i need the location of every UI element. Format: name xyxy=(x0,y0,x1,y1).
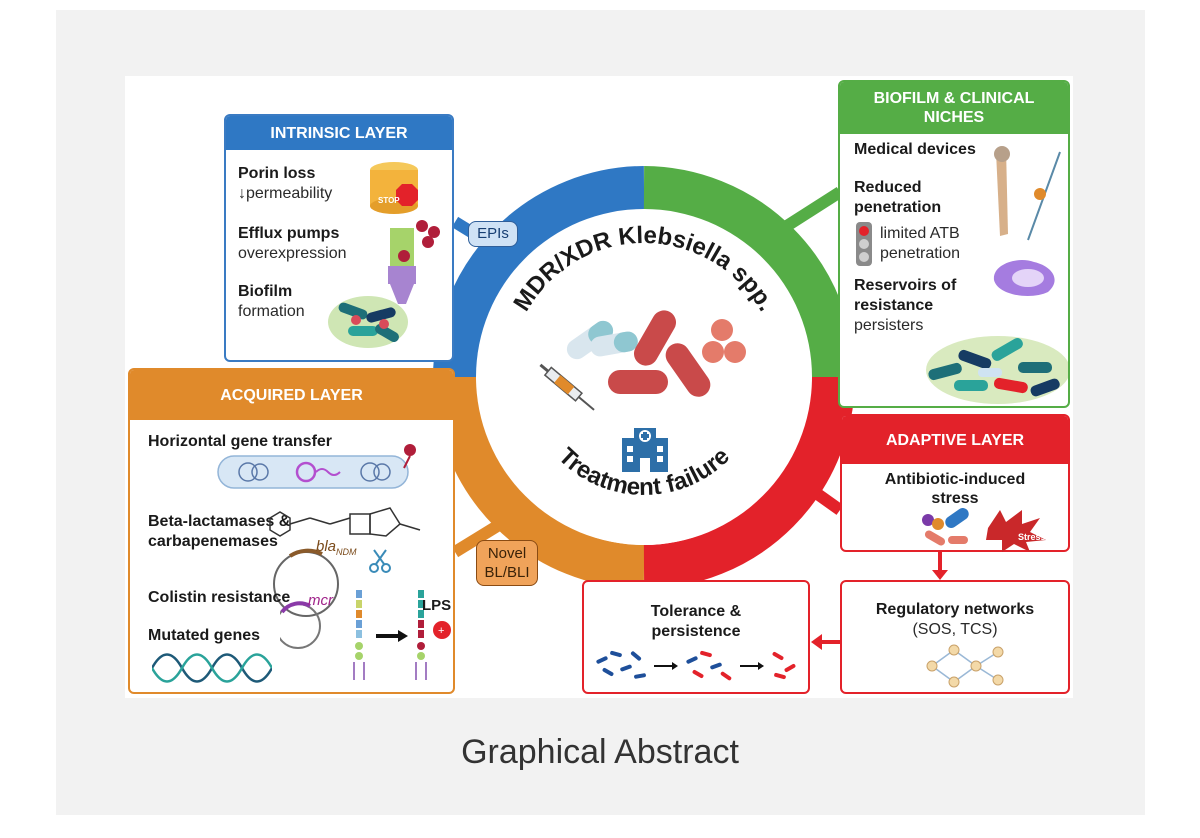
acquired-layer-header: ACQUIRED LAYER xyxy=(130,370,453,420)
dna-icon xyxy=(152,653,272,683)
intrinsic-layer-header: INTRINSIC LAYER xyxy=(226,116,452,150)
mutated-genes-label: Mutated genes xyxy=(148,627,261,644)
figure-caption: Graphical Abstract xyxy=(461,733,739,771)
stress-badge: Stress xyxy=(1018,532,1046,542)
biofilm-niches-title-line2: NICHES xyxy=(923,109,985,126)
regulatory-networks-box: Regulatory networks (SOS, TCS) xyxy=(840,580,1070,694)
reservoirs-label: Reservoirs of xyxy=(854,277,957,294)
intrinsic-layer-title: INTRINSIC LAYER xyxy=(270,124,408,142)
carbapenemases-label: carbapenemases xyxy=(148,533,278,550)
tolerance-progression-icon xyxy=(596,650,796,681)
mcr-gene-label: mcr xyxy=(308,592,333,609)
lps-modification-icon: + xyxy=(280,590,451,680)
beta-lactam-structure-icon xyxy=(269,507,421,537)
novel-tag-line2: BL/BLI xyxy=(484,564,530,581)
medical-device-icon xyxy=(994,146,1061,241)
ring-segment-biofilm xyxy=(643,166,855,378)
pill-icon-group xyxy=(566,310,746,397)
intrinsic-layer-box: INTRINSIC LAYER Porin loss ↓permeability… xyxy=(224,114,454,362)
acquired-layer-box: ACQUIRED LAYER Horizontal gene transfer … xyxy=(128,368,455,694)
beta-lactamases-label: Beta-lactamases & xyxy=(148,513,291,530)
porin-loss-label: Porin loss xyxy=(238,165,316,182)
limited-atb-label: limited ATB xyxy=(880,225,960,242)
plasmid-icon xyxy=(273,548,391,617)
acquired-layer-title: ACQUIRED LAYER xyxy=(220,386,363,404)
porin-stop-icon xyxy=(370,162,418,214)
biofilm-label: Biofilm xyxy=(238,283,293,300)
novel-tag-line1: Novel xyxy=(487,545,527,562)
bla-gene-label: blaNDM xyxy=(316,538,357,557)
ring-segment-adaptive xyxy=(643,376,855,589)
persisters-label: persisters xyxy=(854,317,924,334)
traffic-light-icon xyxy=(856,222,872,266)
stress-icon xyxy=(922,508,1046,552)
novel-bl-bli-tag: Novel BL/BLI xyxy=(476,540,538,586)
lps-chain-left xyxy=(353,590,365,680)
svg-text:+: + xyxy=(438,625,444,637)
reduced-label: Reduced xyxy=(854,179,922,196)
regulatory-networks-label: Regulatory networks xyxy=(875,601,1035,618)
gene-transfer-icon xyxy=(217,444,416,489)
resistance-label: resistance xyxy=(854,297,934,314)
biofilm-niches-title-line1: BIOFILM & CLINICAL xyxy=(873,90,1035,107)
persister-biofilm-icon xyxy=(926,336,1068,404)
persistence-label: persistence xyxy=(651,623,741,640)
sos-tcs-label: (SOS, TCS) xyxy=(912,621,998,638)
efflux-pump-icon xyxy=(388,220,440,304)
lps-label: LPS xyxy=(422,597,452,614)
antibiotic-induced-label: Antibiotic-induced xyxy=(884,471,1026,488)
tolerance-label: Tolerance & xyxy=(650,603,742,620)
adaptive-layer-title: ADAPTIVE LAYER xyxy=(885,431,1025,449)
bla-label: bla xyxy=(316,538,337,555)
adaptive-layer-header: ADAPTIVE LAYER xyxy=(842,416,1068,464)
bla-subscript: NDM xyxy=(336,547,357,557)
permeability-label: ↓permeability xyxy=(238,185,333,202)
hgt-label: Horizontal gene transfer xyxy=(148,433,333,450)
overexpression-label: overexpression xyxy=(238,245,347,262)
syringe-icon xyxy=(539,363,595,411)
network-icon xyxy=(926,644,1004,688)
biofilm-niches-header: BIOFILM & CLINICAL NICHES xyxy=(840,82,1068,134)
epis-tag: EPIs xyxy=(468,221,518,247)
adaptive-layer-box: ADAPTIVE LAYER Antibiotic-induced stress… xyxy=(840,414,1070,552)
limited-penetration-label: penetration xyxy=(880,245,961,262)
tolerance-persistence-box: Tolerance & persistence xyxy=(582,580,810,694)
lps-chain-right: + xyxy=(415,590,451,680)
colistin-label: Colistin resistance xyxy=(148,589,291,606)
epis-tag-label: EPIs xyxy=(477,225,509,242)
efflux-pumps-label: Efflux pumps xyxy=(238,225,340,242)
stop-label: STOP xyxy=(378,196,400,205)
stress-label: stress xyxy=(931,490,979,507)
biofilm-icon xyxy=(328,296,408,348)
formation-label: formation xyxy=(238,303,305,320)
immune-cell-icon xyxy=(993,260,1055,296)
hospital-icon xyxy=(622,428,668,472)
penetration-label: penetration xyxy=(854,199,942,216)
ring-segment-acquired xyxy=(433,376,645,589)
biofilm-niches-box: BIOFILM & CLINICAL NICHES Medical device… xyxy=(838,80,1070,408)
medical-devices-label: Medical devices xyxy=(854,141,976,158)
